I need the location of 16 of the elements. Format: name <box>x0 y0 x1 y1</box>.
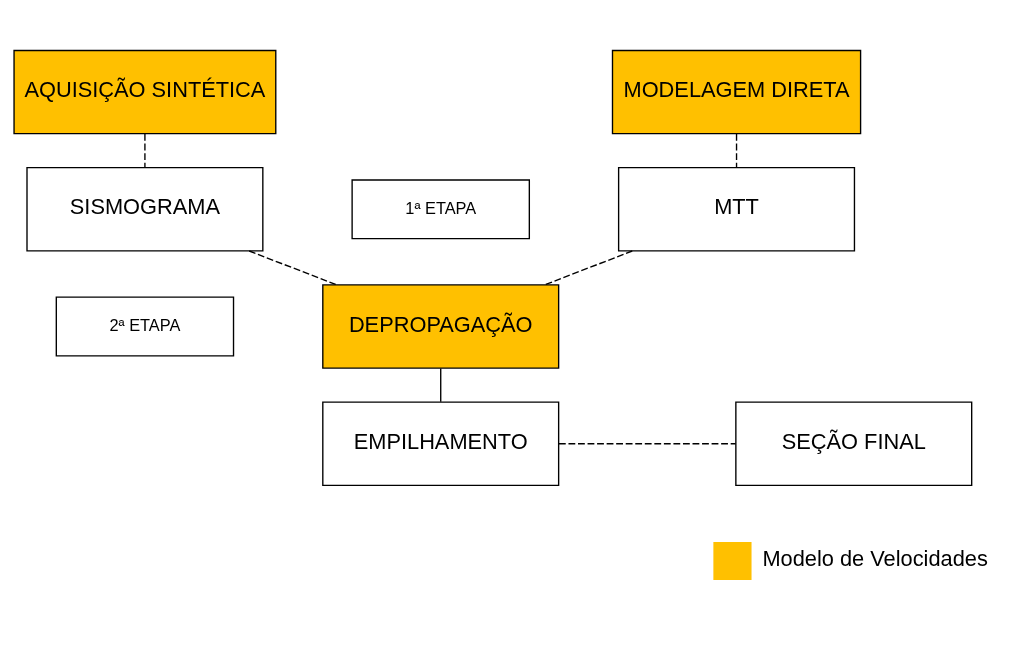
connector <box>248 249 338 285</box>
node-box: MODELAGEM DIRETA <box>611 49 862 134</box>
node-box: 1ª ETAPA <box>351 178 530 239</box>
node-box: MTT <box>617 166 856 251</box>
connector <box>544 249 633 285</box>
node-box: DEPROPAGAÇÃO <box>322 283 560 369</box>
legend-label: Modelo de Velocidades <box>762 545 988 571</box>
connector <box>144 132 146 168</box>
connector <box>440 367 442 402</box>
node-box: SISMOGRAMA <box>26 166 264 251</box>
connector <box>735 132 738 168</box>
connector <box>558 442 737 444</box>
node-box: AQUISIÇÃO SINTÉTICA <box>13 49 277 134</box>
node-box: EMPILHAMENTO <box>322 401 560 486</box>
node-box: SEÇÃO FINAL <box>735 401 973 486</box>
node-box: 2ª ETAPA <box>55 296 235 356</box>
